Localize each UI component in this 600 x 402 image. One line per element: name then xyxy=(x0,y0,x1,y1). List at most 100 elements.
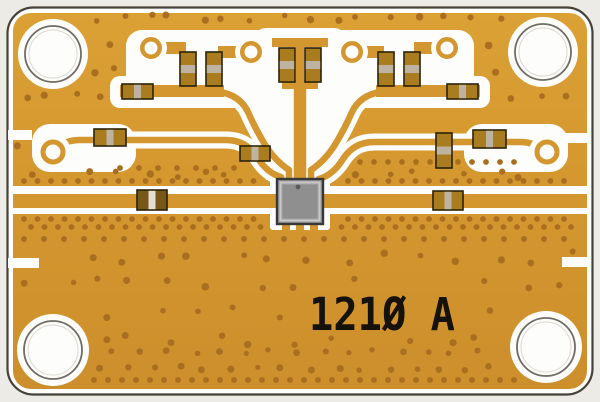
ring-pad-annulus xyxy=(40,139,66,165)
ring-pad-clearance xyxy=(35,134,71,170)
via-dot xyxy=(352,224,358,230)
component-r5 xyxy=(377,51,395,87)
component-stripe xyxy=(436,146,452,155)
component-stripe xyxy=(180,65,196,73)
via-dot xyxy=(61,236,67,242)
via-dot xyxy=(514,224,520,230)
via-dot xyxy=(169,178,176,184)
via-dot xyxy=(534,216,540,222)
via-dot xyxy=(229,304,236,311)
via-dot xyxy=(507,178,513,184)
via-dot xyxy=(480,216,486,222)
via-dot xyxy=(525,284,533,292)
trace-right-inner xyxy=(307,87,396,186)
ring-pad-clearance xyxy=(529,134,565,170)
via-dot xyxy=(259,377,265,383)
via-dot xyxy=(106,41,114,49)
via-dot xyxy=(498,15,505,22)
via-dot xyxy=(486,307,494,314)
via-dot xyxy=(210,216,216,222)
via-dot xyxy=(88,216,95,222)
component-r9 xyxy=(93,128,127,147)
via-dot xyxy=(89,254,97,262)
via-dot xyxy=(302,256,310,264)
via-dot xyxy=(433,224,439,230)
via-dot xyxy=(149,11,156,19)
via-dot xyxy=(335,16,343,24)
via-dot xyxy=(70,279,77,286)
via-dot xyxy=(149,224,156,230)
via-dot xyxy=(371,377,377,383)
via-dot xyxy=(221,236,227,242)
via-dot xyxy=(358,178,365,184)
via-dot xyxy=(379,224,385,230)
via-dot xyxy=(48,216,54,222)
via-dot xyxy=(122,13,129,19)
component-r13 xyxy=(432,190,464,211)
component-r6 xyxy=(403,51,421,87)
via-dot xyxy=(244,224,250,230)
via-dot xyxy=(102,216,108,222)
via-dot xyxy=(101,236,107,242)
via-dot xyxy=(122,224,129,230)
via-dot xyxy=(86,168,94,176)
ring-pad-annulus xyxy=(534,139,560,165)
via-dot xyxy=(541,224,547,230)
via-dot xyxy=(399,159,405,165)
via-dot xyxy=(194,350,201,357)
via-dot xyxy=(273,377,279,383)
via-dot xyxy=(257,224,264,230)
via-dot xyxy=(210,178,216,184)
via-dot xyxy=(365,224,372,230)
via-dot xyxy=(413,159,419,165)
component-stripe xyxy=(486,130,493,148)
via-dot xyxy=(461,366,469,374)
component-r10 xyxy=(239,145,271,162)
via-dot xyxy=(95,364,104,372)
ring-pad-annulus xyxy=(436,37,458,59)
via-dot xyxy=(453,216,459,222)
via-dot xyxy=(217,15,224,23)
via-dot xyxy=(425,349,432,355)
edge-notch xyxy=(8,130,32,140)
via-dot xyxy=(485,363,492,370)
component-stripe xyxy=(251,146,259,161)
via-dot xyxy=(82,224,88,230)
via-dot xyxy=(202,168,210,176)
component-r4 xyxy=(304,47,322,83)
via-dot xyxy=(103,314,111,322)
via-dot xyxy=(259,284,266,292)
via-dot xyxy=(181,252,190,261)
via-dot xyxy=(201,282,210,291)
via-dot xyxy=(301,377,307,383)
via-dot xyxy=(136,224,142,230)
via-dot xyxy=(223,178,230,184)
component-r2 xyxy=(205,51,223,87)
via-dot xyxy=(461,170,467,177)
via-dot xyxy=(276,314,283,321)
via-dot xyxy=(467,14,474,21)
via-dot xyxy=(507,95,515,102)
mounting-hole xyxy=(24,25,82,83)
via-dot xyxy=(484,41,493,50)
via-dot xyxy=(41,224,48,230)
mounting-hole xyxy=(514,23,572,81)
via-dot xyxy=(514,173,522,182)
via-dot xyxy=(121,332,129,339)
via-dot xyxy=(483,159,489,165)
via-dot xyxy=(561,216,567,222)
via-dot xyxy=(469,377,475,383)
via-dot xyxy=(345,178,351,184)
via-dot xyxy=(20,279,28,287)
via-dot xyxy=(493,178,500,184)
via-dot xyxy=(481,277,488,285)
via-dot xyxy=(40,91,48,99)
via-dot xyxy=(322,348,329,355)
via-dot xyxy=(250,178,257,184)
via-dot xyxy=(61,178,68,184)
via-dot xyxy=(136,348,144,355)
via-dot xyxy=(262,255,270,263)
via-dot xyxy=(276,364,284,372)
via-dot xyxy=(241,236,247,242)
via-dot xyxy=(412,178,419,184)
